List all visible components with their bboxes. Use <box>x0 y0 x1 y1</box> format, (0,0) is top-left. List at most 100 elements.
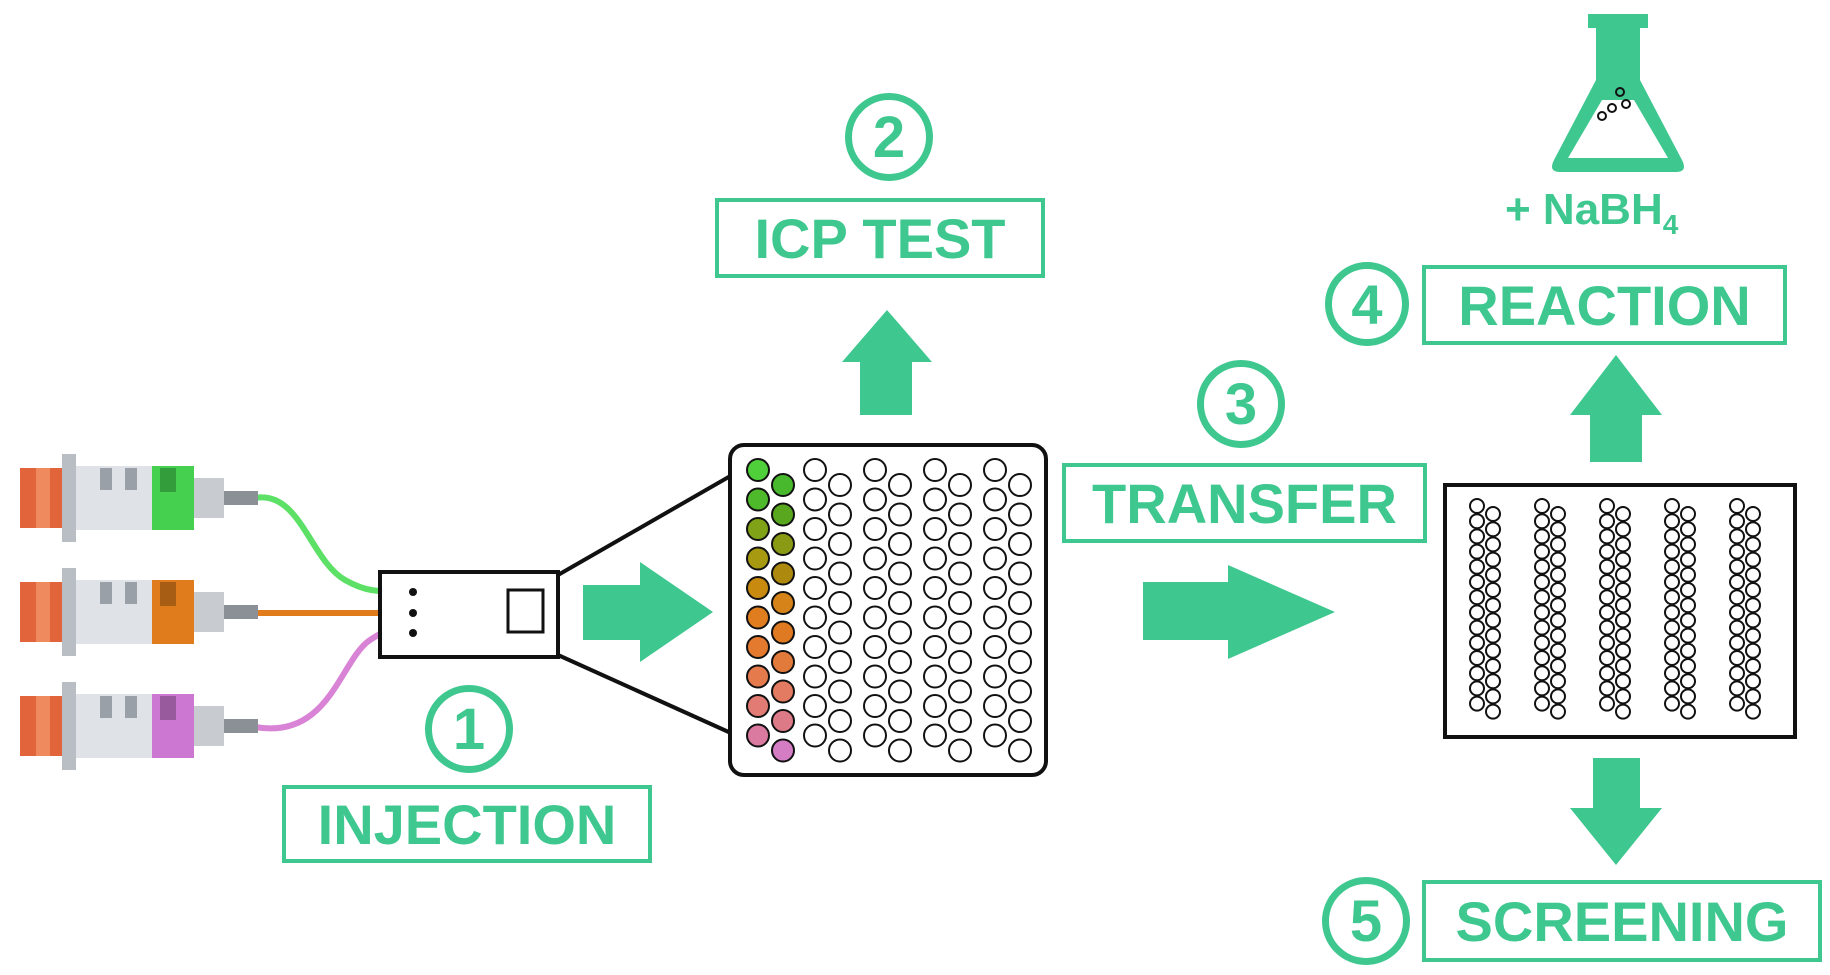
well <box>828 650 852 674</box>
microfluidic-chip <box>378 461 754 745</box>
plate2-well <box>1534 513 1550 530</box>
arrow-right-1 <box>583 562 713 662</box>
syringes <box>20 454 258 770</box>
zoom-line-top <box>557 461 754 577</box>
plate2-well <box>1469 513 1485 530</box>
syringe-mark <box>100 582 112 604</box>
well <box>803 694 827 718</box>
step-1-label-box: INJECTION <box>282 785 652 863</box>
plate2-well <box>1680 658 1696 674</box>
well <box>771 561 795 586</box>
well <box>746 723 770 748</box>
plate2-well <box>1729 650 1745 666</box>
plate2-well <box>1615 703 1631 720</box>
well <box>983 517 1007 541</box>
syringe-mark <box>125 582 137 604</box>
well <box>863 576 887 600</box>
well <box>803 458 827 482</box>
well <box>771 591 795 615</box>
bubble <box>1615 87 1625 97</box>
plate2-well <box>1534 695 1550 712</box>
plate2-well <box>1550 597 1566 614</box>
plate2-well <box>1664 558 1680 575</box>
plate2-well <box>1550 658 1566 674</box>
plate2-well <box>1599 589 1615 606</box>
step-4-label: REACTION <box>1458 273 1751 337</box>
plate2-well <box>1550 642 1566 659</box>
well <box>828 679 852 704</box>
erlenmeyer-flask-icon <box>1552 14 1684 172</box>
well <box>803 517 827 541</box>
plate2-well <box>1680 521 1696 538</box>
step-2-number-circle: 2 <box>845 93 933 181</box>
plate2-well <box>1550 536 1566 553</box>
plate2-well <box>1469 665 1485 682</box>
plate2-well <box>1599 513 1615 530</box>
well <box>863 635 887 659</box>
plate2-well <box>1534 604 1550 621</box>
well <box>863 605 887 630</box>
plate2-well <box>1664 589 1680 606</box>
reagent-label: + NaBH4 <box>1505 185 1678 241</box>
well <box>803 664 827 689</box>
well <box>1008 650 1032 674</box>
syringe-liquid <box>152 694 194 758</box>
plate2-well <box>1469 604 1485 621</box>
plate2-well <box>1534 498 1550 514</box>
well <box>888 502 912 527</box>
reagent-formula: + NaBH <box>1505 185 1663 234</box>
well <box>828 473 852 497</box>
well <box>803 546 827 571</box>
syringe-mark <box>125 468 137 490</box>
plate2-well <box>1729 513 1745 530</box>
plate2-well <box>1664 513 1680 530</box>
well <box>1008 679 1032 704</box>
syringe-barrel <box>76 580 154 644</box>
well <box>771 679 795 704</box>
plate2-well <box>1485 673 1501 690</box>
well <box>746 576 770 600</box>
syringe-barrel <box>76 694 154 758</box>
well <box>1008 709 1032 733</box>
plate2-well <box>1599 558 1615 575</box>
plate2-well <box>1485 642 1501 659</box>
plate2-well <box>1550 551 1566 568</box>
plate2-well <box>1534 528 1550 545</box>
plate2-well <box>1485 688 1501 705</box>
well <box>983 605 1007 630</box>
plate2-well <box>1534 558 1550 575</box>
plate2-well <box>1680 506 1696 522</box>
plate2-well <box>1729 589 1745 606</box>
plate2-well <box>1485 703 1501 720</box>
well <box>888 473 912 497</box>
plate2-well <box>1550 506 1566 522</box>
plate2-well <box>1664 680 1680 697</box>
plate2-well <box>1745 551 1761 568</box>
well <box>1008 561 1032 586</box>
plate2-well <box>1469 695 1485 712</box>
well <box>863 487 887 512</box>
plate2-well <box>1664 604 1680 621</box>
plate2-well <box>1485 627 1501 644</box>
well <box>803 605 827 630</box>
well <box>948 620 972 645</box>
plate2-well <box>1599 543 1615 560</box>
plate2-well <box>1729 695 1745 712</box>
well <box>771 502 795 527</box>
plate2-well <box>1615 658 1631 674</box>
plate2-well <box>1615 627 1631 644</box>
well <box>948 679 972 704</box>
plate2-well <box>1550 521 1566 538</box>
transfer-plate <box>1443 483 1797 739</box>
well <box>746 694 770 718</box>
syringe-flange <box>62 682 76 770</box>
well <box>948 561 972 586</box>
well <box>828 620 852 645</box>
well <box>888 650 912 674</box>
well <box>863 664 887 689</box>
plate2-well <box>1469 574 1485 590</box>
plate2-well <box>1664 498 1680 514</box>
well <box>828 502 852 527</box>
well <box>1008 532 1032 556</box>
plate2-well <box>1680 703 1696 720</box>
